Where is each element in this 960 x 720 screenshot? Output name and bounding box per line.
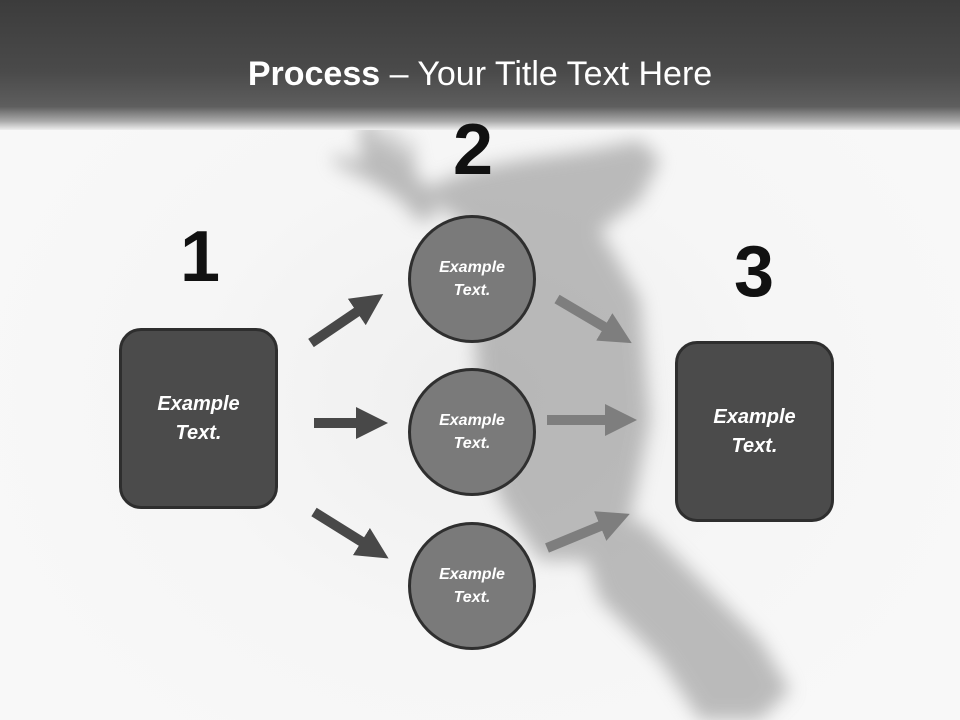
step1-box-label: Example Text. <box>157 392 240 444</box>
step2-circle-bottom: Example Text. <box>408 522 536 650</box>
step-number-1: 1 <box>179 217 221 297</box>
step2-circle-top: Example Text. <box>408 215 536 343</box>
slide-title: Process – Your Title Text Here <box>0 52 960 96</box>
title-bold-text: Process <box>247 55 381 93</box>
circle-label: Example Text. <box>439 412 505 452</box>
title-text: Your Title Text Here <box>417 55 713 93</box>
arrow-icon <box>308 294 384 348</box>
step3-box-label: Example Text. <box>713 405 796 457</box>
header-bar <box>0 0 960 130</box>
step2-circle-middle: Example Text. <box>408 368 536 496</box>
circle-label: Example Text. <box>439 566 505 606</box>
arrow-icon <box>545 511 630 553</box>
circle-label: Example Text. <box>439 259 505 299</box>
step-number-3: 3 <box>733 232 775 312</box>
step-number-2: 2 <box>452 110 494 190</box>
step3-box: Example Text. <box>675 341 834 522</box>
title-separator: – <box>380 55 418 93</box>
arrow-icon <box>311 507 389 559</box>
step1-box: Example Text. <box>119 328 278 509</box>
arrow-icon <box>554 294 632 344</box>
